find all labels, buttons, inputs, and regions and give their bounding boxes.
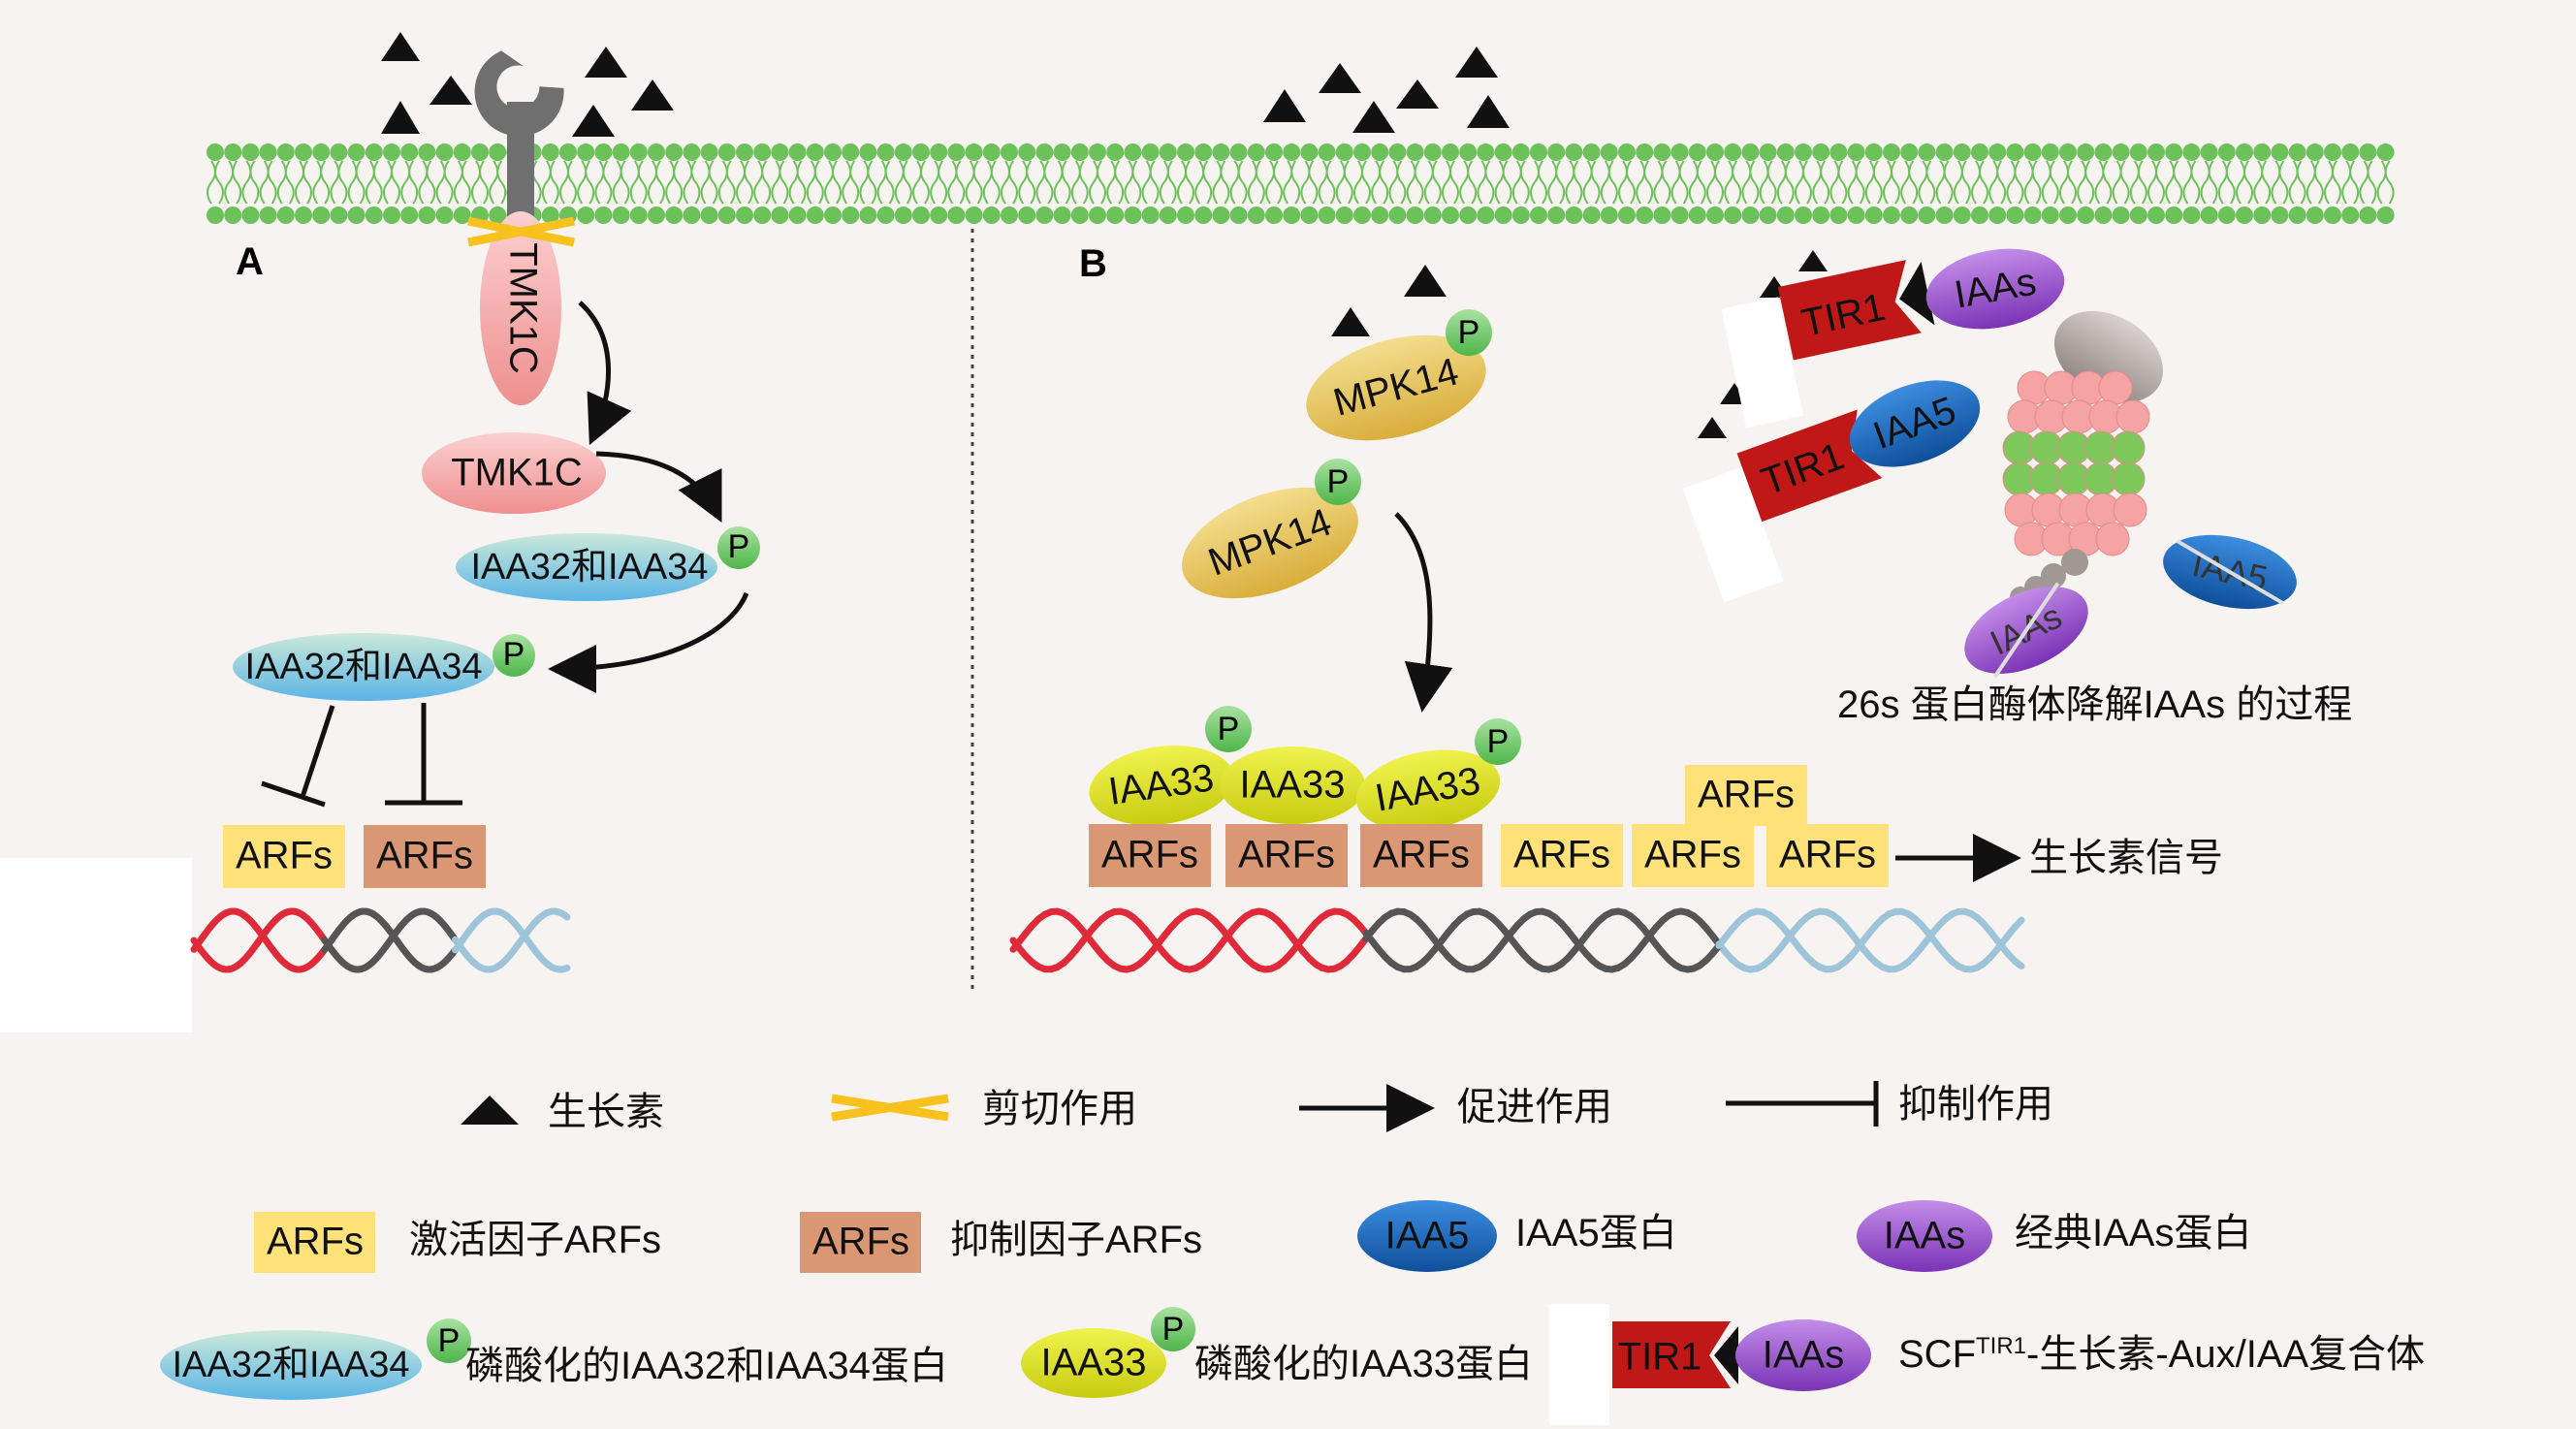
- phospho-label: P: [1327, 463, 1350, 500]
- legend-iaa32: IAA32和IAA34 P: [160, 1318, 471, 1400]
- tmk1-receptor: TMK1C: [474, 50, 564, 405]
- legend: 生长素 剪切作用 促进作用 抑制作用 ARFs 激活因子ARFs ARFs 抑制…: [160, 1081, 2425, 1400]
- arfs-repressor-a: ARFs: [364, 825, 486, 888]
- iaa5-b: IAA5: [1849, 380, 1981, 467]
- legend-iaas-icon: IAAs: [1884, 1215, 1965, 1257]
- tmk1c-free-label: TMK1C: [451, 452, 583, 494]
- arfs-repressor-b2: ARFs: [1225, 824, 1348, 887]
- phospho-label: P: [1218, 711, 1240, 747]
- arfs-repressor-b3-label: ARFs: [1373, 834, 1470, 876]
- legend-arfs-repressor-label: 抑制因子ARFs: [950, 1219, 1202, 1261]
- iaa-complex-upper-label: IAA32和IAA34: [470, 547, 708, 587]
- iaa33-3: IAA33: [1355, 749, 1501, 831]
- arrow-tmk1c-to-iaa: [595, 451, 722, 523]
- arfs-repressor-b2-label: ARFs: [1238, 834, 1335, 876]
- arfs-repressor-b3: ARFs: [1360, 824, 1482, 887]
- legend-iaa32-icon: IAA32和IAA34: [172, 1345, 409, 1385]
- legend-scf-tir1: TIR1 IAAs: [1612, 1319, 1871, 1391]
- tmk1c-membrane-label: TMK1C: [501, 242, 544, 374]
- legend-iaa33-icon: IAA33: [1041, 1342, 1147, 1384]
- degraded-iaa5: IAA5: [2163, 534, 2297, 610]
- phospho-iaa33-1: P: [1205, 706, 1252, 752]
- arfs-activator-a: ARFs: [223, 825, 345, 888]
- iaa33-2-label: IAA33: [1240, 764, 1346, 807]
- tmk1c-free: TMK1C: [422, 432, 606, 514]
- legend-arfs-repressor: ARFs: [800, 1212, 921, 1273]
- legend-iaa5: IAA5: [1357, 1200, 1497, 1272]
- arfs-repressor-b1-label: ARFs: [1101, 834, 1198, 876]
- iaa32-iaa34-lower: IAA32和IAA34: [233, 633, 494, 701]
- iaas-upper: IAAs: [1925, 248, 2065, 330]
- legend-scf-label: SCFTIR1-生长素-Aux/IAA复合体: [1898, 1333, 2425, 1376]
- proteasome-caption: 26s 蛋白酶体降解IAAs 的过程: [1837, 683, 2352, 726]
- dna-helix-a: [190, 907, 571, 973]
- legend-arfs-activator: ARFs: [254, 1212, 375, 1273]
- legend-scf-iaas-icon: IAAs: [1763, 1334, 1844, 1377]
- arfs-activator-b4-label: ARFs: [1779, 834, 1876, 876]
- arfs-activator-b1-label: ARFs: [1513, 834, 1610, 876]
- iaa32-iaa34-upper: IAA32和IAA34: [456, 533, 717, 601]
- legend-auxin-label: 生长素: [548, 1091, 664, 1133]
- iaa33-1: IAA33: [1089, 746, 1234, 825]
- legend-cleavage-icon: [831, 1094, 949, 1122]
- dna-helix-b: [1009, 907, 2025, 973]
- proteasome-26s: [2002, 310, 2164, 608]
- arfs-activator-b3: ARFs: [1685, 765, 1807, 826]
- legend-iaas: IAAs: [1857, 1200, 1992, 1272]
- auxin-signal-label: 生长素信号: [2029, 837, 2223, 879]
- iaa-complex-lower-label: IAA32和IAA34: [244, 647, 482, 687]
- arfs-activator-b1: ARFs: [1501, 824, 1623, 887]
- arfs-activator-b2-label: ARFs: [1644, 834, 1741, 876]
- arrow-cleave-release: [578, 301, 632, 446]
- panel-label-b: B: [1079, 242, 1107, 285]
- phospho-iaa33-3: P: [1475, 718, 1521, 765]
- legend-promotion-label: 促进作用: [1457, 1086, 1612, 1128]
- auxin-molecules: [381, 32, 1828, 438]
- phospho-label: P: [1458, 314, 1480, 351]
- degraded-iaas: IAAs: [1964, 582, 2088, 679]
- arrow-iaa-to-iaa: [548, 592, 749, 693]
- arfs-activator-a-label: ARFs: [236, 835, 333, 877]
- iaa33-2: IAA33: [1220, 746, 1365, 824]
- cell-membrane: [207, 143, 2395, 224]
- arfs-activator-b4: ARFs: [1766, 824, 1889, 887]
- phospho-a1: P: [717, 526, 760, 569]
- legend-iaa32-label: 磷酸化的IAA32和IAA34蛋白: [465, 1345, 948, 1387]
- arfs-repressor-b1: ARFs: [1089, 824, 1211, 887]
- legend-inhibition-icon: [1726, 1081, 1879, 1127]
- mpk14-upper: MPK14: [1306, 334, 1486, 441]
- phospho-a2: P: [493, 634, 535, 677]
- arfs-repressor-a-label: ARFs: [376, 835, 473, 877]
- blank-patch: [0, 858, 192, 1032]
- phospho-label: P: [438, 1322, 461, 1359]
- legend-scf-tir1-box: TIR1: [1618, 1336, 1702, 1379]
- phospho-label: P: [503, 636, 525, 673]
- mpk14-lower: MPK14: [1182, 487, 1358, 599]
- phospho-label: P: [1162, 1311, 1185, 1348]
- cleavage-mark: [467, 216, 575, 247]
- scf-complex-upper: TIR1: [1721, 260, 1935, 429]
- legend-iaa33: IAA33 P: [1021, 1307, 1195, 1398]
- phospho-b2: P: [1315, 459, 1361, 505]
- blank-patch-legend: [1549, 1304, 1609, 1425]
- phospho-label: P: [728, 528, 750, 565]
- arfs-activator-b3-label: ARFs: [1698, 774, 1795, 816]
- legend-iaa33-label: 磷酸化的IAA33蛋白: [1194, 1343, 1533, 1385]
- arrow-mpk14-to-iaa33: [1394, 512, 1453, 713]
- legend-iaa5-label: IAA5蛋白: [1515, 1212, 1677, 1254]
- legend-arfs-activator-label: 激活因子ARFs: [409, 1219, 661, 1261]
- legend-cleavage-label: 剪切作用: [982, 1088, 1137, 1130]
- arfs-activator-b2: ARFs: [1632, 824, 1754, 887]
- phospho-label: P: [1487, 723, 1510, 760]
- phospho-b1: P: [1446, 309, 1492, 356]
- legend-iaas-label: 经典IAAs蛋白: [2015, 1212, 2251, 1254]
- legend-arfs-activator-box: ARFs: [267, 1221, 364, 1263]
- inhibition-lines-a: [261, 703, 462, 808]
- panel-label-a: A: [236, 240, 264, 283]
- legend-arfs-repressor-box: ARFs: [812, 1221, 909, 1263]
- legend-iaa5-icon: IAA5: [1385, 1215, 1470, 1257]
- legend-inhibition-label: 抑制作用: [1898, 1083, 2053, 1126]
- legend-auxin-icon: [461, 1096, 519, 1125]
